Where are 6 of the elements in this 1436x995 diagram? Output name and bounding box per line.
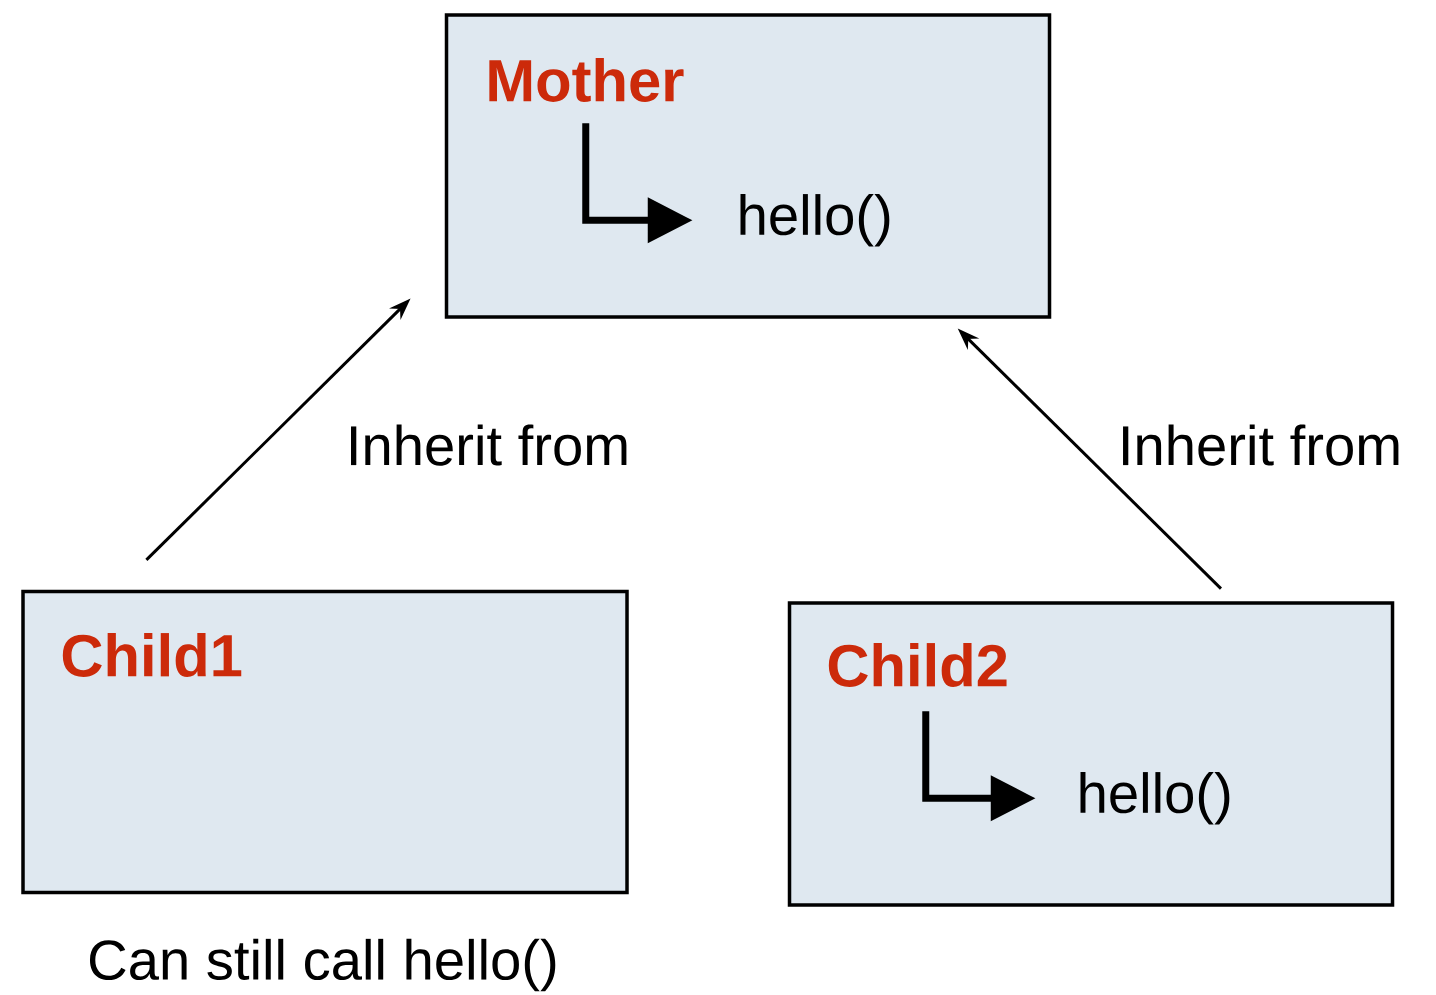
method-label: hello(): [1080, 772, 1230, 825]
edge-label: Inherit from: [1116, 422, 1404, 468]
note-text: Can still call hello(): [89, 938, 556, 992]
method-label: hello(): [740, 194, 890, 247]
edge-label: Inherit from: [344, 422, 632, 468]
class-box: Child1: [21, 589, 629, 895]
